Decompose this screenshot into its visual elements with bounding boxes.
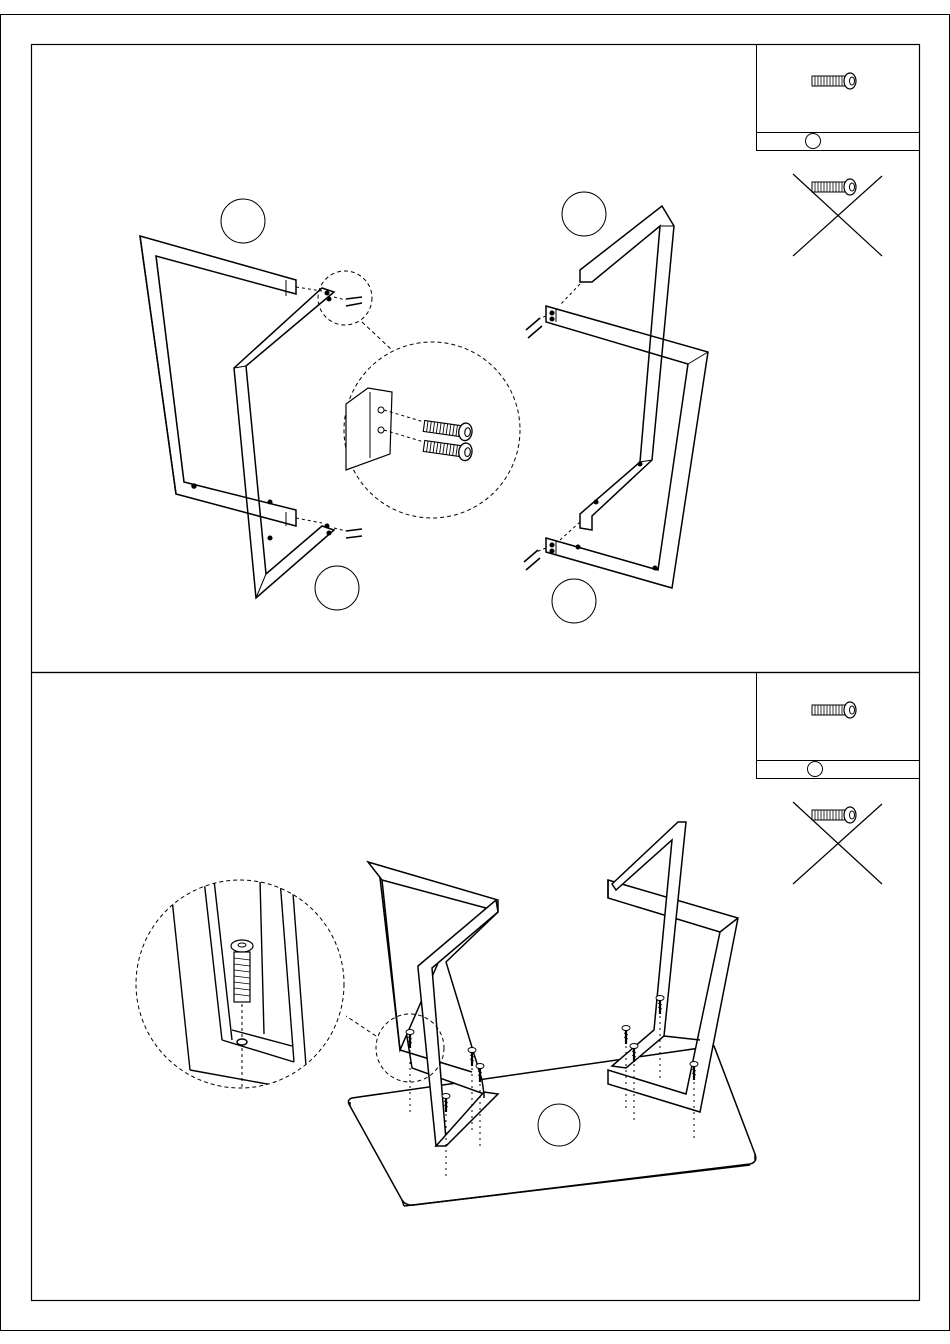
bolt-icon [423, 417, 473, 441]
screw-icon [622, 1026, 630, 1045]
hardware-box-step-1 [756, 45, 920, 151]
part-callout-circle [538, 1104, 580, 1146]
hardware-part-marker [808, 762, 823, 777]
right-leg-frame [546, 306, 708, 588]
step-1-panel [32, 45, 920, 673]
screw-pair [524, 318, 542, 570]
bolt-icon [812, 702, 856, 718]
left-z-frame [234, 288, 334, 598]
part-callout-circle [315, 566, 359, 610]
hardware-box-step-2 [756, 673, 920, 779]
part-callout-circle [562, 192, 606, 236]
right-z-frame [580, 206, 674, 530]
bolt-icon [812, 179, 856, 195]
bolt-detail-view [318, 271, 520, 518]
part-callout-circle [221, 199, 265, 243]
left-leg-frame [140, 236, 296, 526]
assembly-guide-lines [536, 284, 580, 552]
hardware-part-marker [806, 134, 821, 149]
bolt-icon [812, 807, 856, 823]
do-not-use-symbol-step-1 [793, 174, 882, 256]
bolt-icon [812, 73, 856, 89]
do-not-use-symbol-step-2 [793, 802, 882, 884]
assembly-guide-lines [296, 287, 346, 531]
part-callout-circle [552, 579, 596, 623]
